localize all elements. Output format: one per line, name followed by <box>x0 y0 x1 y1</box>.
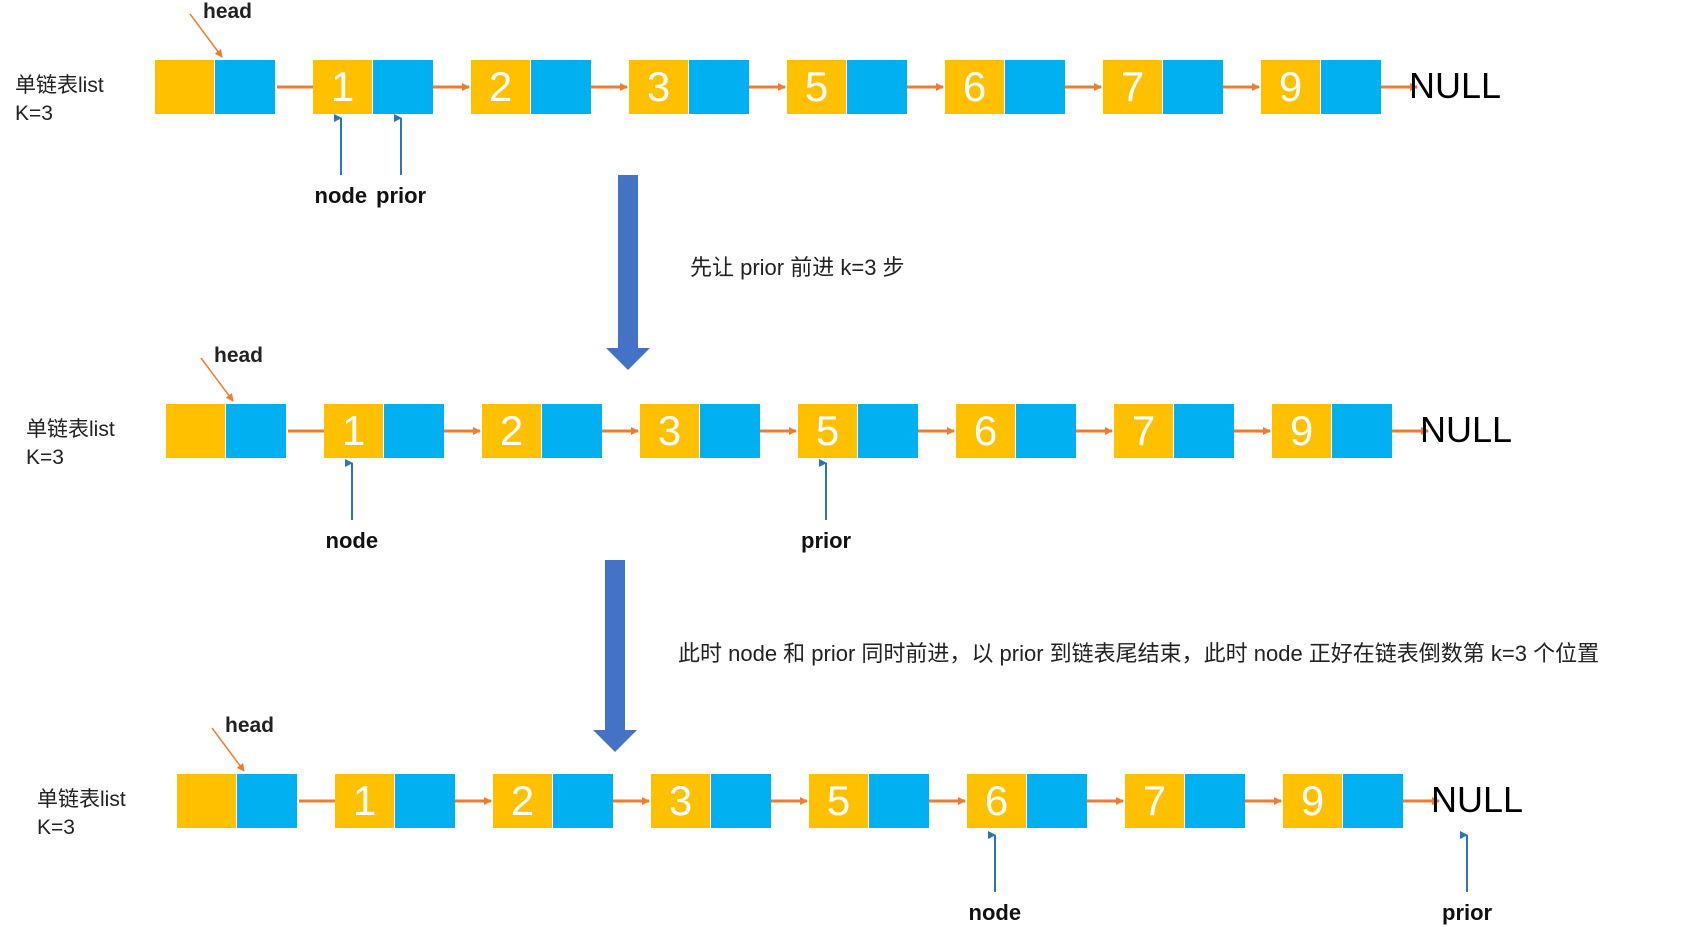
node-1-next <box>384 404 444 458</box>
node-1-data: 1 <box>335 774 395 828</box>
k-value-label: K=3 <box>37 816 75 839</box>
node-7-data: 7 <box>1125 774 1185 828</box>
node-5-data: 5 <box>809 774 869 828</box>
pointer-label-node: node <box>314 183 368 208</box>
head-label: head <box>203 0 253 23</box>
node-1-next <box>395 774 455 828</box>
head-label: head <box>225 714 275 737</box>
pointer-label-prior: prior <box>1442 900 1493 925</box>
node-6-next <box>1005 60 1065 114</box>
node-2-data: 2 <box>471 60 531 114</box>
node-6-next <box>1016 404 1076 458</box>
step-arrow-1 <box>606 175 650 370</box>
head-node-next <box>215 60 275 114</box>
node-2-data: 2 <box>493 774 553 828</box>
head-node-next <box>237 774 297 828</box>
node-5-next <box>858 404 918 458</box>
null-label: NULL <box>1409 65 1502 106</box>
node-9-next <box>1343 774 1403 828</box>
node-6-next <box>1027 774 1087 828</box>
step-2-description: 此时 node 和 prior 同时前进，以 prior 到链表尾结束，此时 n… <box>678 641 1600 666</box>
node-7-next <box>1185 774 1245 828</box>
head-node-data <box>177 774 237 828</box>
pointer-label-node: node <box>968 900 1022 925</box>
node-9-data: 9 <box>1261 60 1321 114</box>
node-3-data: 3 <box>629 60 689 114</box>
node-2-data: 2 <box>482 404 542 458</box>
node-3-next <box>700 404 760 458</box>
node-9-next <box>1321 60 1381 114</box>
node-1-next <box>373 60 433 114</box>
node-6-data: 6 <box>956 404 1016 458</box>
head-node-data <box>155 60 215 114</box>
null-label: NULL <box>1431 779 1524 820</box>
pointer-label-prior: prior <box>376 183 427 208</box>
node-5-data: 5 <box>787 60 847 114</box>
null-label: NULL <box>1420 409 1513 450</box>
node-3-next <box>711 774 771 828</box>
pointer-label-node: node <box>325 528 379 553</box>
step-1-description: 先让 prior 前进 k=3 步 <box>690 255 905 280</box>
k-value-label: K=3 <box>15 102 53 125</box>
node-3-data: 3 <box>651 774 711 828</box>
list-name-label: 单链表list <box>26 418 115 441</box>
node-2-next <box>553 774 613 828</box>
node-6-data: 6 <box>967 774 1027 828</box>
node-7-next <box>1163 60 1223 114</box>
node-2-next <box>542 404 602 458</box>
head-node-next <box>226 404 286 458</box>
node-1-data: 1 <box>313 60 373 114</box>
list-name-label: 单链表list <box>37 788 126 811</box>
pointer-label-prior: prior <box>801 528 852 553</box>
node-5-next <box>869 774 929 828</box>
node-7-data: 7 <box>1114 404 1174 458</box>
head-label: head <box>214 344 264 367</box>
node-6-data: 6 <box>945 60 1005 114</box>
list-name-label: 单链表list <box>15 74 104 97</box>
node-9-next <box>1332 404 1392 458</box>
k-value-label: K=3 <box>26 446 64 469</box>
node-5-next <box>847 60 907 114</box>
head-node-data <box>166 404 226 458</box>
node-7-next <box>1174 404 1234 458</box>
node-2-next <box>531 60 591 114</box>
step-arrow-2 <box>593 560 637 752</box>
node-3-next <box>689 60 749 114</box>
node-3-data: 3 <box>640 404 700 458</box>
node-1-data: 1 <box>324 404 384 458</box>
node-5-data: 5 <box>798 404 858 458</box>
node-9-data: 9 <box>1272 404 1332 458</box>
node-7-data: 7 <box>1103 60 1163 114</box>
node-9-data: 9 <box>1283 774 1343 828</box>
